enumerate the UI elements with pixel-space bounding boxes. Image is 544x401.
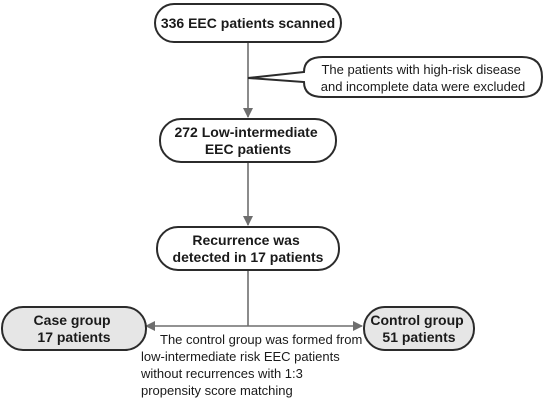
node-recurrence-line-1: Recurrence was xyxy=(192,232,300,248)
node-control-group-label: Control group 51 patients xyxy=(370,312,467,345)
node-case-group-box xyxy=(1,306,147,351)
node-low-intermediate-label: 272 Low-intermediate EEC patients xyxy=(174,124,321,157)
node-case-group: Case group 17 patients xyxy=(1,306,147,351)
node-scanned: 336 EEC patients scanned xyxy=(154,3,342,43)
node-scanned-line-1: 336 EEC patients scanned xyxy=(161,15,335,31)
exclusion-callout-shape xyxy=(247,56,544,98)
matching-note-line-1: The control group was formed from xyxy=(160,332,362,347)
exclusion-note-line-1: The patients with high-risk disease xyxy=(321,62,520,77)
node-control-group-line-2: 51 patients xyxy=(382,329,455,345)
matching-note: The control group was formed from low-in… xyxy=(140,332,366,398)
exclusion-note-line-2: and incomplete data were excluded xyxy=(321,79,526,94)
node-control-group-box xyxy=(363,306,475,351)
node-low-intermediate-line-1: 272 Low-intermediate xyxy=(174,124,317,140)
node-recurrence-box xyxy=(156,226,340,271)
node-case-group-line-1: Case group xyxy=(34,312,111,328)
node-case-group-label: Case group 17 patients xyxy=(34,312,115,345)
node-scanned-box xyxy=(154,3,342,43)
node-recurrence: Recurrence was detected in 17 patients xyxy=(156,226,340,271)
matching-note-line-3: without recurrences with 1:3 xyxy=(140,366,303,381)
node-exclusion-note: The patients with high-risk disease and … xyxy=(247,56,544,98)
matching-note-text: The control group was formed from low-in… xyxy=(140,332,366,398)
matching-note-line-4: propensity score matching xyxy=(141,383,293,398)
node-low-intermediate: 272 Low-intermediate EEC patients xyxy=(159,118,337,163)
exclusion-note-text: The patients with high-risk disease and … xyxy=(321,62,526,94)
node-low-intermediate-box xyxy=(159,118,337,163)
node-case-group-line-2: 17 patients xyxy=(37,329,110,345)
node-recurrence-line-2: detected in 17 patients xyxy=(173,249,324,265)
node-low-intermediate-line-2: EEC patients xyxy=(205,141,292,157)
node-control-group: Control group 51 patients xyxy=(363,306,475,351)
node-recurrence-label: Recurrence was detected in 17 patients xyxy=(173,232,324,265)
node-scanned-label: 336 EEC patients scanned xyxy=(161,15,335,31)
node-control-group-line-1: Control group xyxy=(370,312,463,328)
matching-note-line-2: low-intermediate risk EEC patients xyxy=(141,349,340,364)
